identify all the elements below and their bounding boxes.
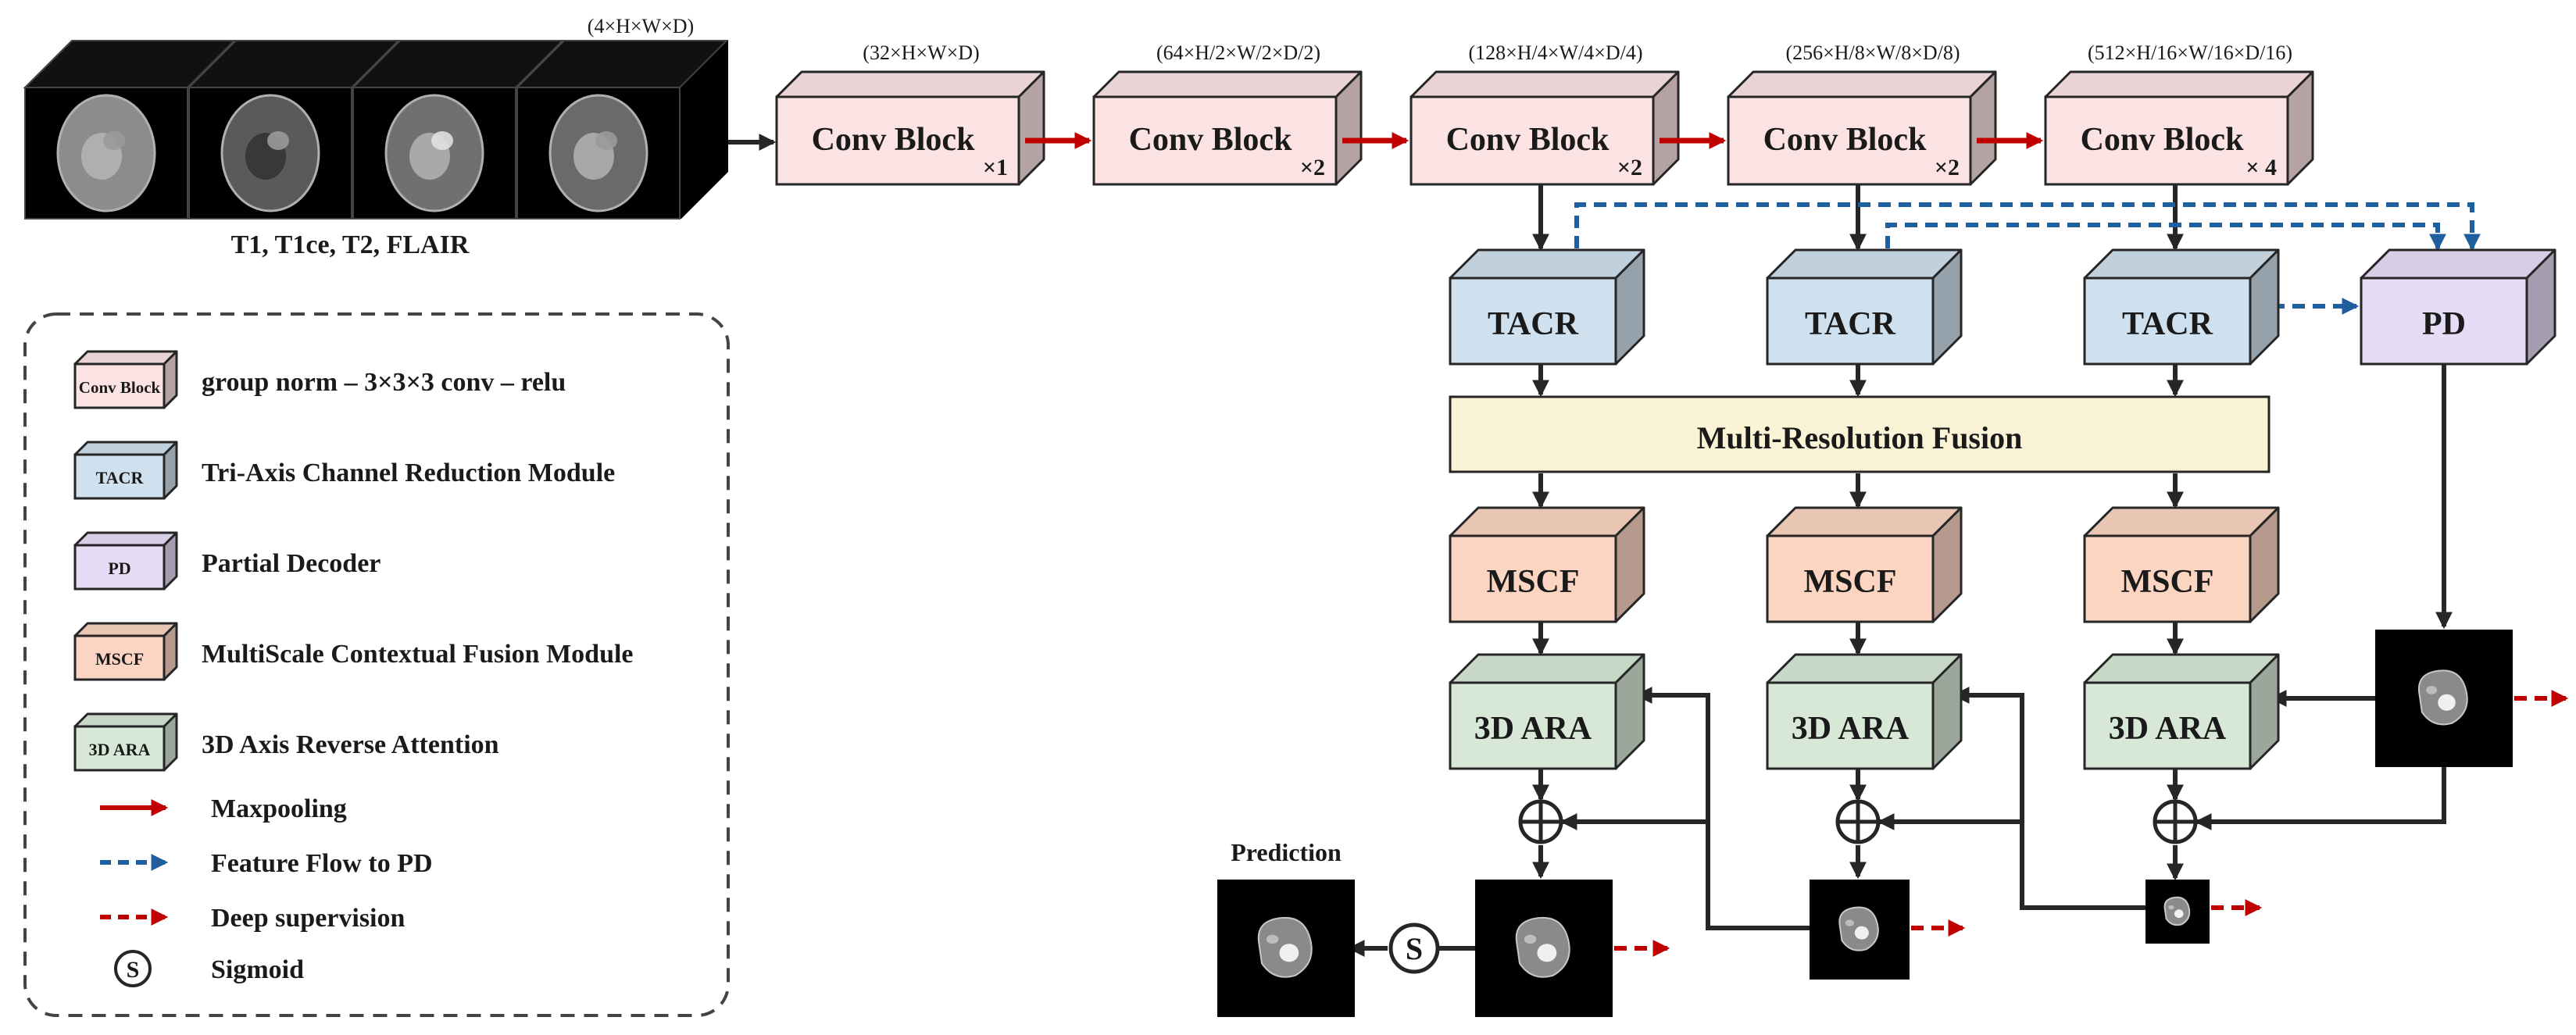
legend-arrow-text: Deep supervision	[211, 904, 406, 933]
mscf-box-1	[1449, 506, 1645, 623]
mscf-box-3	[2083, 506, 2280, 623]
input-shape-label: (4×H×W×D)	[588, 15, 694, 37]
legend-item-text: group norm – 3×3×3 conv – relu	[202, 368, 566, 397]
mscf-label: MSCF	[1487, 564, 1580, 600]
connections	[1347, 184, 2453, 957]
legend-sigmoid-symbol: S	[127, 957, 140, 983]
feature-shape-label: (256×H/8×W/8×D/8)	[1785, 41, 1960, 64]
legend-arrow-text: Feature Flow to PD	[211, 849, 433, 878]
tacr-box-2	[1766, 248, 1963, 366]
tacr-label: TACR	[1488, 306, 1579, 342]
sigmoid-node	[1388, 923, 1440, 974]
encoder: Conv Block ×1 (32×H×W×D) Conv Block ×2 (64×H/…	[775, 41, 2314, 186]
legend-sigmoid-text: Sigmoid	[211, 955, 304, 984]
conv-block-label: Conv Block	[2081, 122, 2245, 158]
feature-shape-label: (512×H/16×W/16×D/16)	[2088, 41, 2292, 64]
conv-block-2	[1092, 70, 1363, 186]
sum-node-3	[2153, 799, 2198, 844]
conv-block-repeat: ×1	[983, 155, 1008, 180]
feature-shape-label: (32×H×W×D)	[863, 41, 979, 64]
tacr-label: TACR	[2122, 306, 2213, 342]
conv-block-repeat: × 4	[2246, 155, 2277, 180]
input-slice-t1ce	[187, 40, 401, 219]
feature-shape-label: (128×H/4×W/4×D/4)	[1468, 41, 1642, 64]
mscf-label: MSCF	[2121, 564, 2214, 600]
tacr-box-3	[2083, 248, 2280, 366]
legend-icon-label: Conv Block	[79, 378, 161, 397]
legend-icon-label: MSCF	[95, 649, 144, 669]
legend-item-text: MultiScale Contextual Fusion Module	[202, 640, 634, 669]
input-caption: T1, T1ce, T2, FLAIR	[231, 230, 470, 259]
conv-block-label: Conv Block	[1129, 122, 1293, 158]
output-map-1	[1475, 880, 1613, 1017]
segmentation-maps	[1217, 630, 2513, 1017]
legend-item-text: Partial Decoder	[202, 549, 381, 578]
ara-box-2	[1766, 653, 1963, 770]
conv-block-1	[775, 70, 1045, 186]
ara-label: 3D ARA	[1474, 711, 1592, 747]
feature-shape-label: (64×H/2×W/2×D/2)	[1156, 41, 1320, 64]
legend-icon-label: PD	[108, 559, 130, 578]
feature-flow-to-pd	[1574, 202, 2481, 315]
input-slice-t2	[351, 40, 565, 219]
legend-icon-4	[73, 622, 178, 681]
input-volumes	[23, 40, 729, 219]
legend-icon-1	[73, 350, 178, 409]
legend-icon-5	[73, 712, 178, 772]
modules: TACR TACR TACR PD MSCF MSCF MSCF 3D ARA 3D ARA 3D…	[1449, 248, 2556, 770]
conv-block-repeat: ×2	[1617, 155, 1642, 180]
conv-block-3	[1409, 70, 1680, 186]
legend-icon-3	[73, 531, 178, 591]
conv-block-label: Conv Block	[1763, 122, 1928, 158]
ara-box-3	[2083, 653, 2280, 770]
input-slice-flair	[515, 40, 729, 219]
out2-to-ara1	[1635, 687, 1810, 930]
prediction-label: Prediction	[1231, 838, 1342, 866]
conv-block-repeat: ×2	[1300, 155, 1325, 180]
ara-label: 3D ARA	[1792, 711, 1910, 747]
conv-block-5	[2044, 70, 2314, 186]
sigmoid-node-symbol: S	[1406, 931, 1423, 966]
output-map-3	[2145, 880, 2210, 944]
prediction-map	[1217, 880, 1355, 1017]
legend-item-text: 3D Axis Reverse Attention	[202, 730, 499, 759]
legend: Conv Block group norm – 3×3×3 conv – relu…	[73, 350, 634, 987]
flow-enc3-to-pd	[1574, 202, 2481, 252]
tacr-label: TACR	[1805, 306, 1896, 342]
legend-icon-label: TACR	[96, 468, 145, 487]
fusion-label: Multi-Resolution Fusion	[1697, 420, 2023, 455]
conv-block-repeat: ×2	[1935, 155, 1960, 180]
tacr-box-1	[1449, 248, 1645, 366]
pd-label: PD	[2422, 306, 2466, 342]
pd-box	[2360, 248, 2556, 366]
sum-nodes	[1518, 799, 2198, 844]
pd-output-map	[2375, 630, 2513, 767]
legend-arrow-text: Maxpooling	[211, 794, 347, 823]
mscf-label: MSCF	[1804, 564, 1897, 600]
conv-block-label: Conv Block	[812, 122, 976, 158]
flow-enc4-to-pd	[1885, 223, 2446, 252]
output-map-2	[1810, 880, 1910, 980]
legend-icon-2	[73, 441, 178, 500]
conv-block-label: Conv Block	[1446, 122, 1610, 158]
legend-sigmoid-icon	[114, 950, 152, 987]
input-slice-t1	[23, 40, 237, 219]
ara-label: 3D ARA	[2109, 711, 2227, 747]
pdmap-to-sum3	[2194, 764, 2446, 830]
ara-box-1	[1449, 653, 1645, 770]
conv-block-4	[1727, 70, 1997, 186]
out3-to-ara2	[1952, 687, 2145, 910]
mscf-box-2	[1766, 506, 1963, 623]
legend-frame	[23, 312, 730, 1017]
sum-node-2	[1835, 799, 1881, 844]
deep-supervision	[1614, 690, 2569, 957]
legend-icon-label: 3D ARA	[89, 740, 151, 759]
sum-node-1	[1518, 799, 1563, 844]
legend-item-text: Tri-Axis Channel Reduction Module	[202, 459, 615, 487]
fusion-box	[1449, 395, 2271, 473]
